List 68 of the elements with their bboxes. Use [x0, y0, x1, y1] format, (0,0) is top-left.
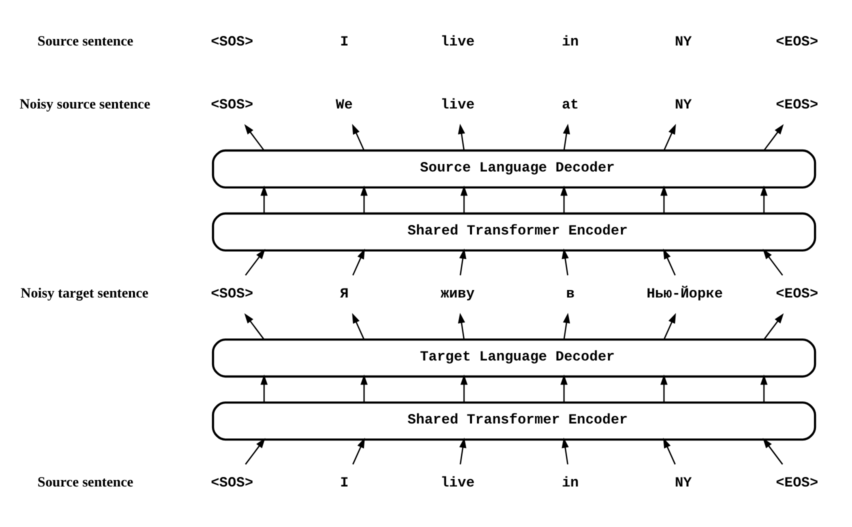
node-text: Я: [340, 286, 349, 303]
arrow: [663, 248, 676, 276]
arrow: [244, 248, 266, 276]
node-text: <SOS>: [210, 286, 254, 303]
label: live: [440, 34, 475, 51]
node-text: <SOS>: [210, 476, 254, 492]
arrow: [352, 124, 365, 151]
arrow: [763, 313, 784, 340]
arrow: [560, 374, 568, 403]
node-box: Shared Transformer Encoder: [212, 212, 816, 252]
label: Source sentence: [38, 34, 134, 50]
node-text: We: [336, 98, 353, 114]
label: Source sentence: [38, 474, 134, 491]
arrow: [459, 248, 466, 276]
node-text: Нью-Йорке: [646, 286, 723, 303]
node-box: Target Language Decoder: [212, 338, 816, 378]
arrow: [562, 124, 570, 151]
node-text: I: [340, 476, 349, 492]
node-text: NY: [674, 476, 692, 492]
arrow: [458, 124, 466, 151]
node-text: at: [562, 98, 579, 114]
label: NY: [674, 34, 692, 51]
node-text: in: [562, 476, 579, 492]
arrow: [663, 124, 676, 151]
node-text: NY: [674, 98, 692, 114]
arrow: [562, 438, 569, 464]
label: <SOS>: [210, 34, 254, 51]
arrow: [352, 312, 365, 340]
arrow: [760, 374, 768, 403]
arrow: [260, 185, 268, 214]
node-text: живу: [440, 286, 475, 303]
arrow: [352, 248, 365, 276]
node-text: live: [440, 98, 475, 114]
node-text: live: [440, 476, 475, 492]
node-text: <EOS>: [776, 286, 818, 303]
arrow: [663, 312, 676, 340]
node-text: в: [566, 286, 575, 303]
arrow: [660, 374, 668, 403]
arrow: [562, 312, 570, 340]
arrow: [460, 374, 468, 403]
arrow: [244, 438, 266, 465]
arrow: [762, 248, 784, 276]
arrow: [763, 124, 784, 151]
node-text: <EOS>: [776, 98, 818, 114]
arrow: [562, 248, 569, 276]
arrow: [244, 313, 265, 340]
label: Noisy target sentence: [20, 286, 148, 302]
arrow: [458, 312, 466, 340]
arrow: [244, 124, 265, 151]
arrow: [760, 185, 768, 214]
node-box: Shared Transformer Encoder: [212, 402, 816, 441]
node-text: <EOS>: [776, 476, 818, 492]
arrow: [360, 185, 368, 214]
arrow: [663, 438, 676, 465]
arrow: [660, 185, 668, 214]
arrow: [560, 185, 568, 214]
arrow: [260, 374, 268, 403]
arrow: [459, 438, 466, 464]
arrow: [360, 374, 368, 403]
label: in: [562, 34, 579, 51]
node-text: <SOS>: [210, 98, 254, 114]
arrow: [762, 438, 784, 465]
label: <EOS>: [776, 34, 818, 51]
label: I: [340, 34, 349, 51]
node-box: Source Language Decoder: [212, 149, 816, 189]
arrow: [352, 438, 365, 465]
label: Noisy source sentence: [20, 96, 150, 113]
arrow: [460, 185, 468, 214]
